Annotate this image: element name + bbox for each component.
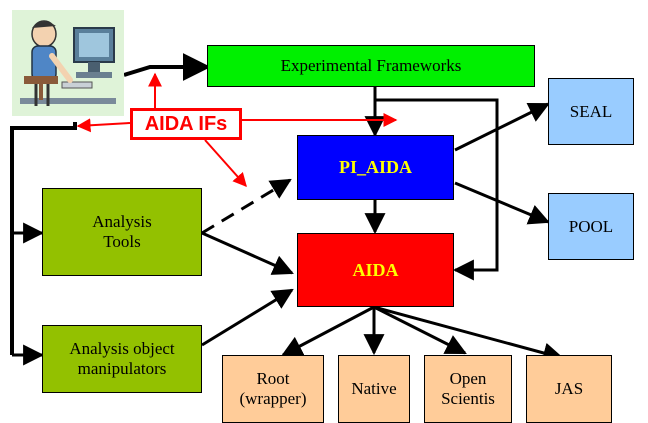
aida-to-root-arrow — [281, 305, 375, 357]
analysis-tools-to-aida-arrow — [201, 231, 294, 275]
frameworks-to-aida-arrow — [375, 98, 499, 281]
analysis-object-manipulators-box: Analysis object manipulators — [42, 325, 202, 393]
analysis-tools-to-pi-aida-dashed-arrow — [201, 178, 292, 235]
open-scientist-label: Open Scientis — [441, 369, 495, 408]
aida-to-jas-arrow — [373, 305, 565, 364]
pi-aida-to-pool-arrow — [454, 181, 550, 225]
analysis-tools-label: Analysis Tools — [92, 212, 152, 251]
pool-box: POOL — [548, 193, 634, 260]
pi-aida-to-seal-arrow — [454, 102, 550, 152]
aida-to-open-scientist-arrow — [373, 305, 467, 355]
pi-aida-box: PI_AIDA — [297, 135, 454, 200]
root-wrapper-label: Root (wrapper) — [239, 369, 307, 408]
native-box: Native — [338, 355, 410, 423]
aida-interfaces-label: AIDA IFs — [144, 112, 228, 135]
pi-aida-label: PI_AIDA — [338, 157, 412, 178]
left-bus-line — [10, 122, 77, 355]
aida-ifs-to-bus-arrow — [76, 118, 131, 133]
analysis-object-manipulators-label: Analysis object manipulators — [69, 339, 175, 378]
experimental-frameworks-box: Experimental Frameworks — [207, 45, 535, 87]
native-label: Native — [351, 379, 397, 399]
user-at-computer-icon — [12, 10, 124, 116]
aida-interfaces-callout: AIDA IFs — [130, 108, 242, 140]
aida-ifs-to-pi-aida-arrow — [204, 139, 247, 188]
user-to-frameworks-arrow — [123, 53, 211, 81]
root-wrapper-box: Root (wrapper) — [222, 355, 324, 423]
manipulators-to-aida-arrow — [201, 288, 294, 347]
experimental-frameworks-label: Experimental Frameworks — [280, 56, 462, 76]
pool-label: POOL — [568, 216, 614, 236]
aida-label: AIDA — [352, 259, 399, 280]
seal-box: SEAL — [548, 78, 634, 145]
aida-box: AIDA — [297, 233, 454, 307]
seal-label: SEAL — [569, 101, 613, 121]
jas-box: JAS — [526, 355, 612, 423]
analysis-tools-box: Analysis Tools — [42, 188, 202, 276]
open-scientist-box: Open Scientis — [424, 355, 512, 423]
jas-label: JAS — [554, 379, 584, 399]
